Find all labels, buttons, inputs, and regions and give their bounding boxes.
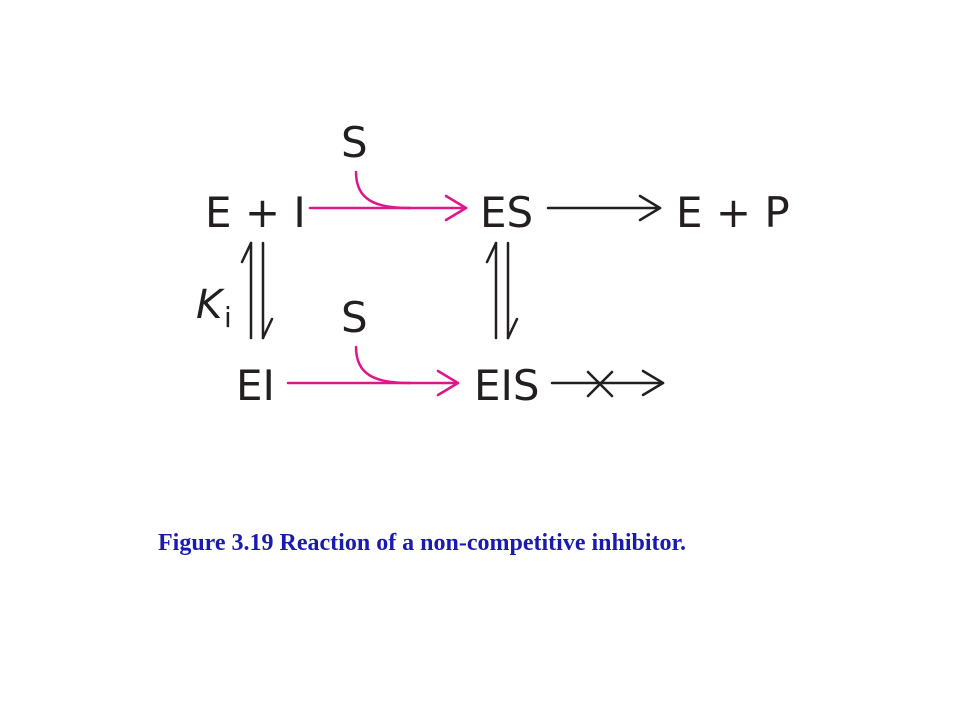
inhibitor-binding-equilibrium [240, 241, 274, 340]
ki-subscript: i [224, 301, 232, 334]
blocked-product-arrow [550, 369, 665, 398]
es-label: ES [480, 188, 533, 237]
ki-symbol: K [196, 282, 225, 328]
ei-label: EI [236, 361, 275, 410]
substrate-label-top: S [341, 118, 368, 167]
substrate-label-bottom: S [341, 293, 368, 342]
e-plus-i-label: E + I [205, 188, 306, 237]
figure-caption: Figure 3.19 Reaction of a non-competitiv… [158, 530, 686, 556]
substrate-binding-arrow-top [308, 170, 468, 222]
product-formation-arrow [546, 194, 662, 222]
e-plus-p-label: E + P [676, 188, 790, 237]
eis-label: EIS [474, 361, 540, 410]
es-eis-equilibrium [485, 241, 519, 340]
substrate-binding-arrow-bottom [286, 345, 460, 397]
